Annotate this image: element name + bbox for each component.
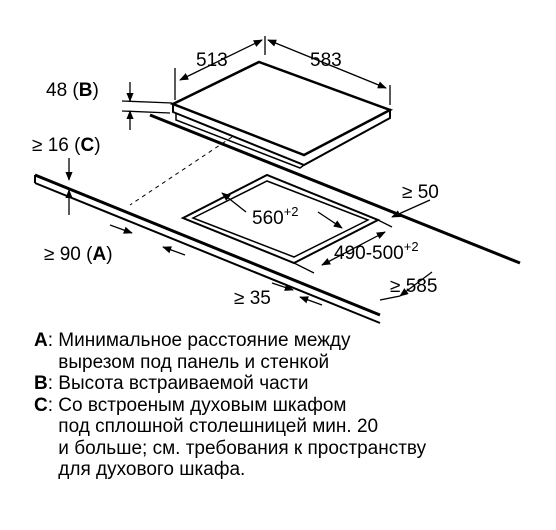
wall-distance-label: ≥ 50 xyxy=(402,182,439,203)
hob xyxy=(169,60,394,169)
clearance-c-label: ≥ 16 (C) xyxy=(32,135,101,156)
clearance-a-arrow-left xyxy=(109,224,133,234)
clearance-a-arrow-right xyxy=(162,246,186,256)
dimension-lines xyxy=(65,36,433,306)
front-edge-arrow-left xyxy=(271,282,294,291)
cutout-depth-ext-left xyxy=(293,262,315,274)
legend-text: Со встроеным духовым шкафом xyxy=(58,394,347,416)
cutout-width-label: 560+2 xyxy=(252,204,299,229)
wall-distance-leader xyxy=(391,199,431,218)
legend-key: C xyxy=(34,394,48,416)
hob-depth-dimension-line xyxy=(179,39,263,81)
worktop-depth-leader xyxy=(399,271,433,297)
cutout-depth-dimension-line xyxy=(321,231,386,266)
worktop-front-edge-bottom xyxy=(34,182,381,324)
legend-entry-a: A: Минимальное расстояние между вырезом … xyxy=(34,330,544,373)
cutout-depth-ext-right xyxy=(377,219,393,228)
legend-text: для духового шкафа. xyxy=(58,459,246,480)
cutout-inner xyxy=(191,180,370,258)
legend-text: Минимальное расстояние между xyxy=(58,330,351,351)
front-edge-arrow-right xyxy=(299,296,323,306)
legend-entry-c: C: Со встроеным духовым шкафом под сплош… xyxy=(34,395,544,481)
thickness-b-ext-top xyxy=(121,100,173,104)
legend-text: под сплошной столешницей мин. 20 xyxy=(58,416,379,437)
thickness-b-ext-bottom xyxy=(121,110,171,114)
hob-width-label: 583 xyxy=(310,50,342,71)
cutout-width-arrow-left xyxy=(221,192,247,213)
clearance-a-label: ≥ 90 (A) xyxy=(44,244,113,265)
legend-separator: : xyxy=(47,330,59,351)
hob-underside xyxy=(175,113,305,169)
worktop xyxy=(34,113,521,324)
legend-separator: : xyxy=(47,394,59,416)
legend-text: вырезом под панель и стенкой xyxy=(58,351,330,373)
worktop-back-edge xyxy=(149,113,521,265)
thickness-label: 48 (B) xyxy=(46,80,99,101)
hob-depth-label: 513 xyxy=(196,50,228,71)
worktop-front-edge-top xyxy=(34,173,381,317)
front-edge-label: ≥ 35 xyxy=(234,288,271,309)
legend-entry-b: B: Высота встраиваемой части xyxy=(34,373,544,395)
projection-line xyxy=(129,136,233,206)
legend-key: A xyxy=(34,330,48,351)
cutout-depth-label: 490-500+2 xyxy=(334,239,419,264)
worktop-depth-label: ≥ 585 xyxy=(390,276,437,297)
cutout-width-arrow-right xyxy=(317,211,343,229)
legend-text: и больше; см. требования к пространству xyxy=(58,437,427,459)
legend-separator: : xyxy=(47,373,59,394)
installation-diagram: 513 583 48 (B) ≥ 16 (C) ≥ 50 560+2 490-5… xyxy=(32,36,521,324)
legend: A: Минимальное расстояние между вырезом … xyxy=(34,330,544,481)
hob-width-dimension-line xyxy=(267,39,387,89)
legend-text: Высота встраиваемой части xyxy=(58,373,309,394)
worktop-depth-ext xyxy=(379,295,401,301)
legend-key: B xyxy=(34,373,48,394)
